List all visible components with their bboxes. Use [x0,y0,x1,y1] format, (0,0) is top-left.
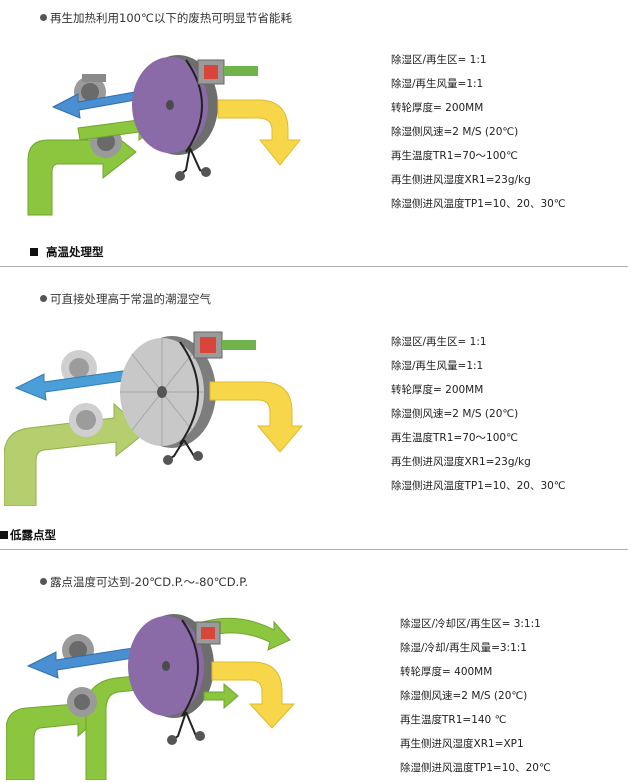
section3-diagram [6,614,296,780]
regen-exhaust-arrow [211,661,296,729]
spec-line: 转轮厚度= 200MM [391,102,484,114]
spec-line: 除湿侧风速=2 M/S (20℃) [391,126,519,138]
spec-line: 除湿区/冷却区/再生区= 3:1:1 [400,618,541,630]
desiccant-wheel [120,336,216,465]
section2-heading: 高温处理型 [30,244,104,260]
heater-icon [195,621,221,645]
bullet-icon [40,578,47,585]
section2-heading-text: 高温处理型 [46,245,104,259]
spec-line: 除湿区/再生区= 1:1 [391,336,487,348]
divider [0,549,628,550]
spec-line: 再生温度TR1=70～100℃ [391,150,518,162]
spec-line: 除湿侧进风温度TP1=10、20℃ [400,762,551,774]
regen-exhaust-arrow [209,381,304,453]
section2-note-text: 可直接处理高于常温的潮湿空气 [50,292,211,306]
spec-line: 转轮厚度= 200MM [391,384,484,396]
spec-line: 除湿区/再生区= 1:1 [391,54,487,66]
section3-specs: 除湿区/冷却区/再生区= 3:1:1 除湿/冷却/再生风量=3:1:1 转轮厚度… [400,612,551,780]
divider [0,266,628,267]
regen-fan-icon [69,403,103,437]
section2-note: 可直接处理高于常温的潮湿空气 [40,291,211,307]
section1-diagram [27,55,302,216]
section1-specs: 除湿区/再生区= 1:1 除湿/再生风量=1:1 转轮厚度= 200MM 除湿侧… [391,48,566,216]
section1-note-text: 再生加热利用100℃以下的废热可明显节省能耗 [50,11,292,25]
spec-line: 除湿/再生风量=1:1 [391,78,484,90]
spec-line: 除湿侧进风温度TP1=10、20、30℃ [391,198,566,210]
heater-icon [197,59,258,85]
square-bullet-icon [0,531,8,539]
spec-line: 再生侧进风湿度XR1=23g/kg [391,174,531,186]
section1-note: 再生加热利用100℃以下的废热可明显节省能耗 [40,10,292,26]
section2-specs: 除湿区/再生区= 1:1 除湿/再生风量=1:1 转轮厚度= 200MM 除湿侧… [391,330,566,498]
spec-line: 除湿侧风速=2 M/S (20℃) [391,408,519,420]
spec-line: 除湿/再生风量=1:1 [391,360,484,372]
section3-note-text: 露点温度可达到-20℃D.P.～-80℃D.P. [50,575,249,589]
bullet-icon [40,14,47,21]
section3-heading: 低露点型 [0,527,56,543]
section3-note: 露点温度可达到-20℃D.P.～-80℃D.P. [40,574,248,590]
regen-fan-icon [67,687,97,717]
bullet-icon [40,295,47,302]
spec-line: 除湿/冷却/再生风量=3:1:1 [400,642,527,654]
desiccant-wheel [128,614,214,745]
spec-line: 再生温度TR1=70～100℃ [391,432,518,444]
section2-diagram [4,331,304,506]
spec-line: 再生温度TR1=140 ℃ [400,714,507,726]
regen-inlet-arrow [203,682,239,710]
square-bullet-icon [30,248,38,256]
heater-icon [193,331,256,359]
spec-line: 除湿侧进风温度TP1=10、20、30℃ [391,480,566,492]
spec-line: 除湿侧风速=2 M/S (20℃) [400,690,528,702]
spec-line: 再生侧进风湿度XR1=23g/kg [391,456,531,468]
section3-heading-text: 低露点型 [10,528,56,542]
spec-line: 转轮厚度= 400MM [400,666,493,678]
regen-exhaust-arrow [217,99,302,166]
process-air-inlet-arrow [4,402,147,506]
spec-line: 再生侧进风湿度XR1=XP1 [400,738,524,750]
